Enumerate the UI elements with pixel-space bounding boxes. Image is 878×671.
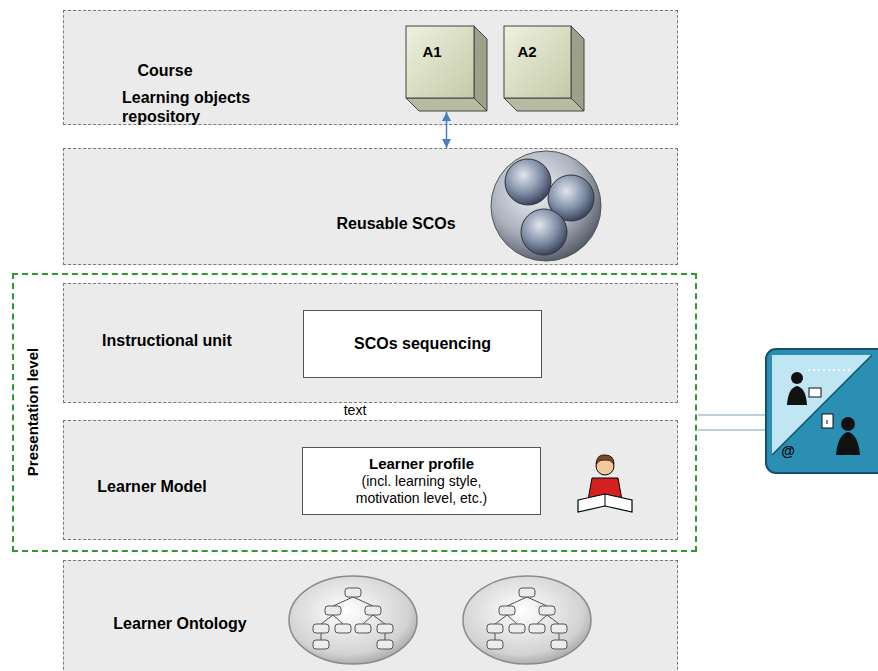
- profile-box: Learner profile(incl. learning style, mo…: [302, 447, 541, 515]
- cube-bottom: [406, 98, 487, 111]
- course-cube: A1: [405, 25, 488, 112]
- layer-band: Learning objects repositoryReusable SCOs: [63, 148, 678, 265]
- ontology-symbol: [463, 576, 591, 664]
- course-cube: A2: [503, 25, 585, 112]
- icon-symbol: @: [781, 443, 795, 460]
- sco-sphere: [491, 151, 601, 261]
- node-text: Reusable SCOs: [336, 214, 455, 233]
- cube-shape: [405, 25, 488, 112]
- link-lines: [698, 415, 766, 430]
- node-title: Instructional unit: [102, 331, 232, 350]
- cube-shape: [503, 25, 585, 112]
- cube-bottom: [504, 98, 584, 111]
- note-label: text: [344, 402, 367, 419]
- process-box: SCOs sequencing: [303, 310, 542, 378]
- learner-icon: [578, 455, 632, 512]
- layer-band: Learner Ontology: [63, 560, 678, 671]
- elearning-icon: [766, 349, 878, 473]
- layer-band: Learner Model Learner profile(incl. learn…: [63, 420, 678, 540]
- node-title: Learner Model: [97, 477, 206, 496]
- layer-band: Course A1 A2: [63, 10, 678, 125]
- node-title: Learner profile: [369, 455, 474, 473]
- node-title: Course: [137, 61, 192, 80]
- node-title: A2: [517, 43, 536, 61]
- node-title: Presentation level: [24, 348, 42, 476]
- cube-side: [474, 26, 487, 111]
- layer-band: Instructional unit SCOs sequencing: [63, 283, 678, 403]
- node-text: (incl. learning style, motivation level,…: [332, 473, 512, 507]
- cube-side: [571, 26, 584, 111]
- node-title: Learner Ontology: [113, 614, 246, 633]
- ontology-symbol: [289, 576, 417, 664]
- node-title: Learning objects repository: [122, 88, 272, 126]
- connector-arrow: [446, 112, 448, 148]
- cube-front: [406, 26, 474, 98]
- cube-front: [504, 26, 571, 98]
- node-title: A1: [422, 43, 441, 61]
- node-title: SCOs sequencing: [354, 334, 491, 353]
